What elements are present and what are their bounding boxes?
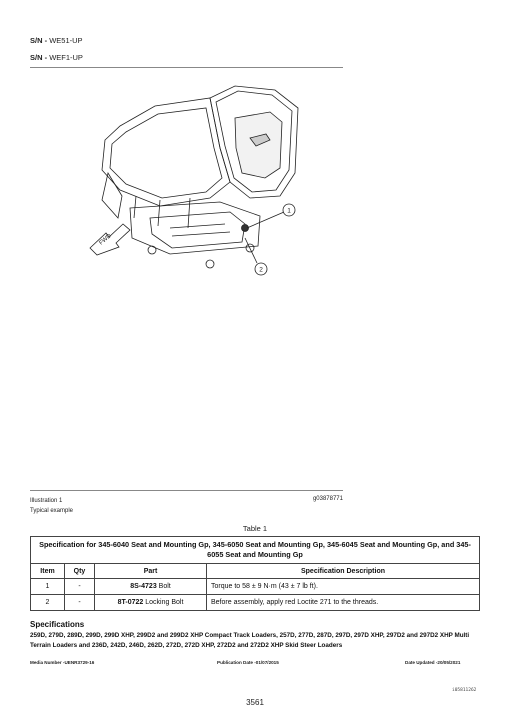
svg-text:2: 2 bbox=[259, 267, 263, 274]
caption-divider bbox=[30, 490, 343, 491]
part-number-link[interactable]: 8T-0722 bbox=[117, 599, 144, 606]
specifications-heading: Specifications bbox=[30, 620, 85, 629]
table-title: Table 1 bbox=[242, 524, 268, 533]
part-number-link[interactable]: 8S-4723 bbox=[130, 583, 157, 590]
specification-table: Specification for 345-6040 Seat and Moun… bbox=[30, 536, 480, 611]
table-heading: Specification for 345-6040 Seat and Moun… bbox=[30, 536, 480, 564]
table-row: 1 - 8S-4723 Bolt Torque to 58 ± 9 N·m (4… bbox=[30, 578, 480, 595]
illustration-ref-id: g03878771 bbox=[312, 496, 343, 502]
image-id: i05811262 bbox=[452, 688, 477, 693]
svg-text:1: 1 bbox=[287, 208, 291, 215]
table-row: 2 - 8T-0722 Locking Bolt Before assembly… bbox=[30, 594, 480, 611]
specifications-models: 259D, 279D, 289D, 299D, 299D XHP, 299D2 … bbox=[30, 632, 470, 649]
media-number: Media Number -UENR3729-16 bbox=[30, 660, 95, 665]
page-number: 3561 bbox=[246, 698, 264, 707]
seat-back bbox=[209, 85, 299, 199]
serial-number-1: S/N - WE51-UP bbox=[30, 36, 83, 45]
divider bbox=[30, 67, 343, 68]
seat-base bbox=[129, 195, 261, 269]
callout-2: 2 bbox=[244, 237, 268, 276]
seat-cushion bbox=[101, 97, 231, 219]
callout-1: 1 bbox=[246, 203, 296, 229]
publication-date: Publication Date -01/07/2015 bbox=[217, 660, 279, 665]
col-spec: Specification Description bbox=[206, 563, 480, 579]
illustration-caption: Illustration 1 Typical example bbox=[30, 498, 74, 514]
fwd-arrow: FWD bbox=[89, 223, 131, 256]
seat-mounting-illustration: FWD 1 2 bbox=[89, 85, 299, 276]
col-item: Item bbox=[30, 563, 65, 579]
serial-number-2: S/N - WEF1-UP bbox=[30, 53, 83, 62]
col-part: Part bbox=[94, 563, 207, 579]
col-qty: Qty bbox=[64, 563, 95, 579]
date-updated: Date Updated -20/05/2021 bbox=[405, 660, 461, 665]
